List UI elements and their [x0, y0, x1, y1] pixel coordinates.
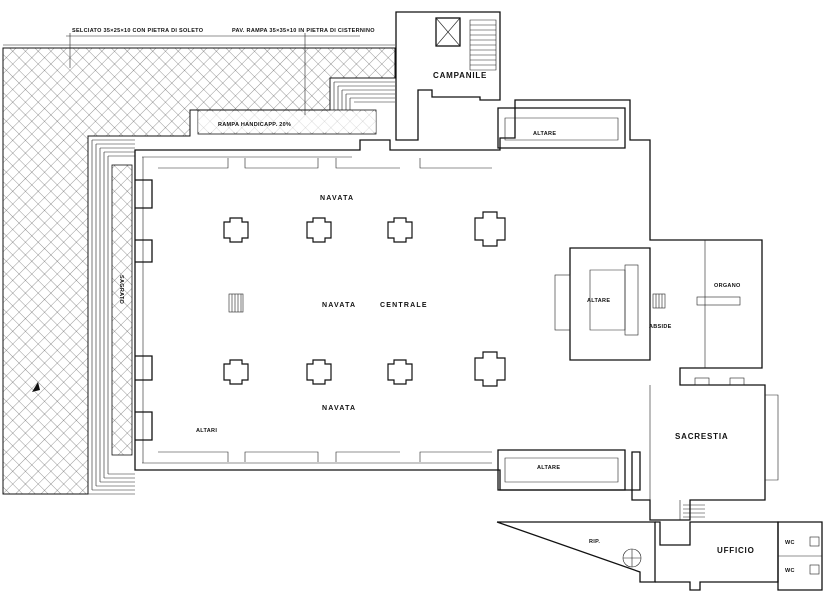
ramp-paving-note: PAV. RAMPA 35×35×10 IN PIETRA DI CISTERN… — [232, 28, 375, 34]
altars-label: ALTARI — [196, 428, 217, 434]
paving-note: SELCIATO 35×25×10 CON PIETRA DI SOLETO — [72, 28, 204, 34]
bell-tower-label: CAMPANILE — [433, 71, 487, 80]
altar-bottom-label: ALTARE — [537, 465, 560, 471]
office-label: UFFICIO — [717, 546, 755, 555]
churchyard-label: SAGRATO — [118, 275, 124, 305]
service-rooms — [496, 521, 823, 591]
nave-piers — [223, 211, 666, 387]
organ-label: ORGANO — [714, 283, 741, 289]
wc-label-1: WC — [785, 540, 795, 546]
altar-top-label: ALTARE — [533, 131, 556, 137]
ramp-label: RAMPA HANDICAPP. 20% — [218, 122, 291, 128]
storage-label: RIP. — [589, 539, 600, 545]
nave-top-label: NAVATA — [320, 195, 354, 202]
wc-label-2: WC — [785, 568, 795, 574]
central-nave-label-1: NAVATA — [322, 302, 356, 309]
apse-label: ABSIDE — [649, 324, 672, 330]
sacristy-label: SACRESTIA — [675, 432, 728, 441]
arrow-icon — [32, 382, 40, 392]
apse-altar-label: ALTARE — [587, 298, 610, 304]
plan-labels: SELCIATO 35×25×10 CON PIETRA DI SOLETO P… — [72, 28, 795, 574]
paved-churchyard — [2, 47, 396, 495]
annotation-leaders — [3, 33, 395, 115]
central-nave-label-2: CENTRALE — [380, 302, 428, 309]
nave-bottom-label: NAVATA — [322, 405, 356, 412]
bell-tower — [395, 11, 501, 141]
nave-walls — [134, 99, 779, 521]
